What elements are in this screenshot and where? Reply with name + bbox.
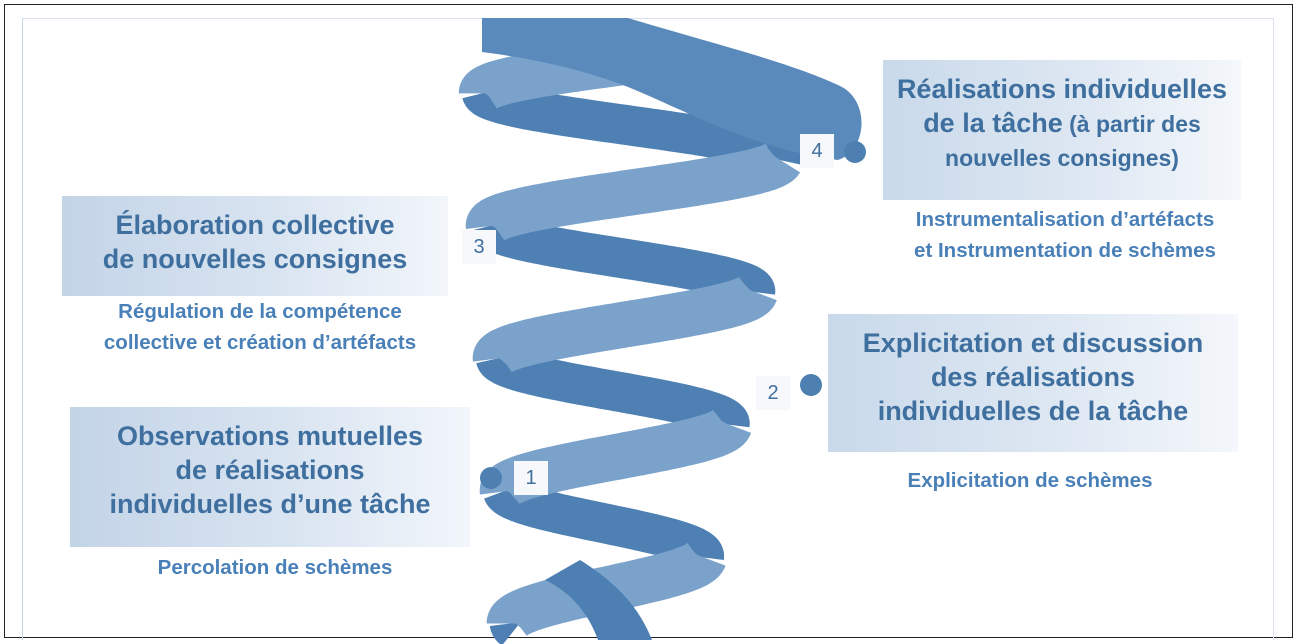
spiral-back-segment <box>476 339 750 444</box>
stage-2-dot <box>800 374 822 396</box>
stage-1-title-line-3: individuelles d’une tâche <box>109 489 431 519</box>
stage-2-box: Explicitation et discussion des réalisat… <box>828 314 1238 452</box>
spiral-top-ribbon <box>482 18 862 160</box>
stage-2-subtitle-line-1: Explicitation de schèmes <box>907 469 1153 492</box>
stage-4-title-line-1: Réalisations individuelles <box>896 74 1228 104</box>
stage-4-dot <box>844 141 866 163</box>
stage-3-subtitle-line-1: Régulation de la compétence <box>118 300 402 323</box>
stage-1-title-line-2: de réalisations <box>175 455 365 485</box>
stage-4-title-line-2-paren: (à partir des <box>1062 111 1201 137</box>
stage-3-subtitle-line-2: collective et création d’artéfacts <box>103 331 417 354</box>
stage-4-subtitle-line-2: et Instrumentation de schèmes <box>914 239 1216 262</box>
diagram-inner-border <box>22 18 1274 640</box>
stage-4-number: 4 <box>800 134 834 168</box>
stage-1-dot <box>480 467 502 489</box>
spiral-back-segment <box>489 604 534 644</box>
stage-4-subtitle: Instrumentalisation d’artéfacts et Instr… <box>855 204 1275 266</box>
stage-2-title-line-3: individuelles de la tâche <box>877 396 1189 426</box>
stage-3-subtitle: Régulation de la compétence collective e… <box>40 296 480 358</box>
spiral-back-segment <box>483 472 725 577</box>
stage-4-subtitle-line-1: Instrumentalisation d’artéfacts <box>915 208 1215 231</box>
stage-4-title-line-2: de la tâche <box>923 108 1063 138</box>
spiral-bottom-ribbon <box>545 560 652 640</box>
stage-1-subtitle-line-1: Percolation de schèmes <box>157 556 393 579</box>
stage-1-box: Observations mutuelles de réalisations i… <box>70 407 470 547</box>
stage-4-title-line-2-wrap: de la tâche (à partir des <box>883 106 1241 141</box>
stage-2-title-line-2: des réalisations <box>930 362 1136 392</box>
stage-2-number: 2 <box>756 376 790 410</box>
stage-3-title-line-1: Élaboration collective <box>115 210 395 240</box>
spiral-front-segment <box>472 269 778 381</box>
stage-1-number: 1 <box>514 461 548 495</box>
stage-3-number: 3 <box>462 230 496 264</box>
stage-2-subtitle: Explicitation de schèmes <box>845 465 1215 496</box>
stage-2-title-line-1: Explicitation et discussion <box>862 328 1204 358</box>
stage-1-subtitle: Percolation de schèmes <box>90 552 460 583</box>
stage-1-title-line-1: Observations mutuelles <box>116 421 424 451</box>
stage-3-box: Élaboration collective de nouvelles cons… <box>62 196 448 296</box>
stage-4-box: Réalisations individuelles de la tâche (… <box>883 60 1241 200</box>
stage-4-title-line-3: nouvelles consignes) <box>945 145 1179 171</box>
stage-3-title-line-2: de nouvelles consignes <box>102 244 408 274</box>
spiral-front-segment <box>465 138 804 249</box>
spiral-back-segment <box>469 206 776 312</box>
